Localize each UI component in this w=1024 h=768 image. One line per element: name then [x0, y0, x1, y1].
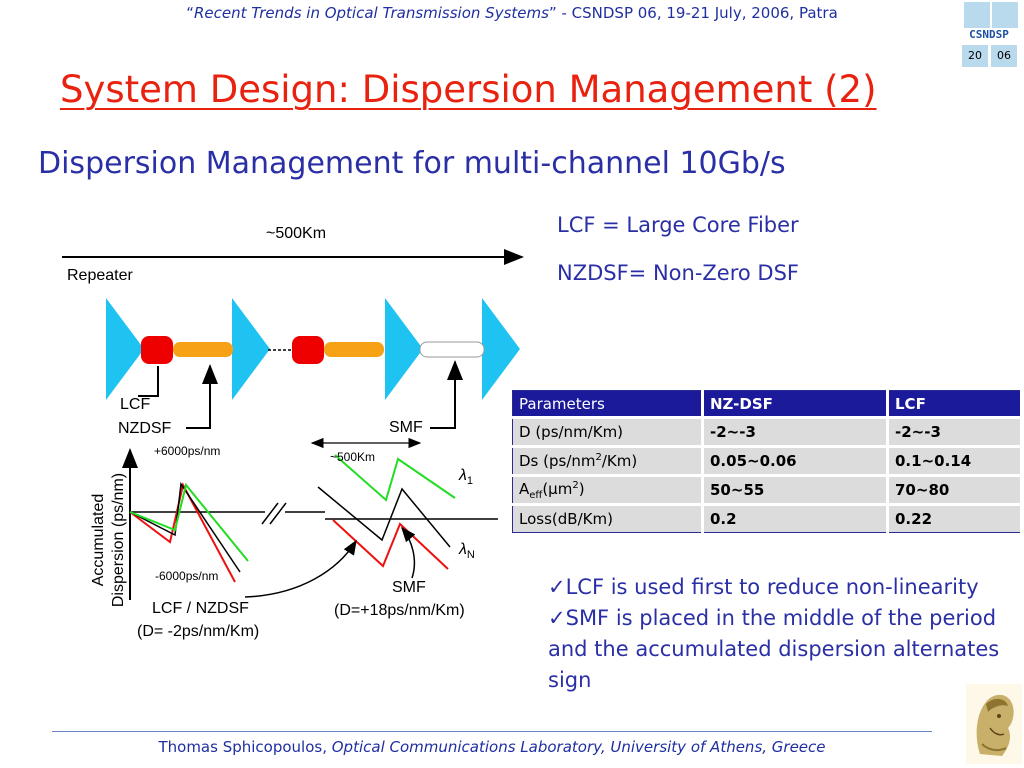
bullet-item: ✓LCF is used first to reduce non-lineari…: [548, 575, 979, 599]
table-row: Loss(dB/Km) 0.2 0.22: [512, 503, 1023, 533]
header-lcf: LCF: [887, 390, 1023, 418]
param-cell: Aeff(μm2): [512, 474, 704, 505]
lcf-label: LCF: [120, 396, 151, 413]
lcf-cell: 0.22: [887, 503, 1023, 533]
logo-text: CSNDSP: [969, 28, 1009, 41]
footer: Thomas Sphicopoulos, Optical Communicati…: [158, 738, 826, 756]
trace-black-left: [129, 481, 241, 573]
repeater-3: [385, 298, 423, 400]
trace-red-right: [332, 519, 449, 570]
repeater-4: [482, 298, 520, 400]
conference-link[interactable]: “Recent Trends in Optical Transmission S…: [186, 4, 838, 22]
bullet-item: ✓SMF is placed in the middle of the peri…: [548, 606, 1000, 692]
plus-dispersion-label: +6000ps/nm: [154, 444, 221, 458]
parameters-table: Parameters NZ-DSF LCF D (ps/nm/Km) -2~-3…: [512, 390, 1023, 533]
check-icon: ✓: [548, 575, 566, 599]
smf-value: (D=+18ps/nm/Km): [334, 602, 465, 619]
dispersion-diagram: [62, 249, 524, 600]
bullet-list: ✓LCF is used first to reduce non-lineari…: [548, 572, 1018, 696]
nzdsf-cell: -2~-3: [702, 416, 889, 447]
nzdsf-cell: 0.05~0.06: [702, 445, 889, 476]
trace-red-left: [129, 482, 236, 583]
lambda-n-label: λN: [459, 541, 475, 562]
header-nzdsf: NZ-DSF: [702, 390, 889, 418]
definition-nzdsf: NZDSF= Non-Zero DSF: [557, 261, 799, 285]
lcf-cell: -2~-3: [887, 416, 1023, 447]
trace-green-left: [129, 482, 249, 562]
smf-segment: [419, 341, 485, 358]
smf-label: SMF: [389, 419, 423, 436]
inner-span-label: ~500Km: [330, 450, 376, 464]
nzdsf-segment-1: [173, 342, 233, 357]
logo-number-right: 06: [991, 45, 1017, 67]
y-axis-label: Accumulated Dispersion (ps/nm): [90, 472, 127, 608]
axis-break-2: [269, 502, 287, 525]
lcf-segment-1: [141, 336, 173, 364]
lcf-segment-2: [292, 336, 324, 364]
smf-pointer: [430, 360, 463, 429]
lcf-cell: 0.1~0.14: [887, 445, 1023, 476]
lcf-pointer: [138, 366, 159, 397]
smf-caption: SMF: [392, 579, 426, 596]
repeater-1: [106, 298, 144, 400]
minus-dispersion-label: -6000ps/nm: [155, 569, 219, 583]
repeater-2: [232, 298, 270, 400]
lcf-nzdsf-caption: LCF / NZDSF: [152, 600, 249, 617]
repeater-label: Repeater: [67, 267, 133, 284]
definition-lcf: LCF = Large Core Fiber: [557, 213, 799, 237]
nzdsf-segment-2: [324, 342, 384, 357]
span-label: ~500Km: [266, 225, 327, 242]
lcf-caption-arrow: [244, 539, 357, 598]
athena-emblem: [966, 684, 1022, 764]
nzdsf-pointer: [186, 364, 218, 429]
param-cell: Loss(dB/Km): [512, 503, 704, 533]
slide-subtitle: Dispersion Management for multi-channel …: [38, 146, 786, 181]
logo-number-left: 20: [962, 45, 988, 67]
trace-black-right: [317, 486, 451, 548]
conference-header: “Recent Trends in Optical Transmission S…: [0, 4, 1024, 22]
param-cell: Ds (ps/nm2/Km): [512, 445, 704, 476]
table-row: Aeff(μm2) 50~55 70~80: [512, 474, 1023, 505]
nzdsf-label: NZDSF: [118, 420, 172, 437]
csndsp-logo: CSNDSP 20 06: [960, 2, 1020, 67]
nzdsf-cell: 0.2: [702, 503, 889, 533]
table-row: D (ps/nm/Km) -2~-3 -2~-3: [512, 416, 1023, 447]
nzdsf-cell: 50~55: [702, 474, 889, 505]
lcf-cell: 70~80: [887, 474, 1023, 505]
slide-title: System Design: Dispersion Management (2): [60, 68, 877, 111]
check-icon: ✓: [548, 606, 566, 630]
lcf-nzdsf-value: (D= -2ps/nm/Km): [137, 623, 260, 640]
table-header-row: Parameters NZ-DSF LCF: [512, 390, 1023, 418]
axis-break-1: [261, 502, 279, 525]
lambda-1-label: λ1: [459, 467, 473, 488]
param-cell: D (ps/nm/Km): [512, 416, 704, 447]
footer-divider: [52, 731, 932, 732]
trace-green-right: [334, 454, 456, 502]
smf-caption-arrow: [401, 526, 416, 579]
table-row: Ds (ps/nm2/Km) 0.05~0.06 0.1~0.14: [512, 445, 1023, 476]
header-parameters: Parameters: [512, 390, 704, 418]
